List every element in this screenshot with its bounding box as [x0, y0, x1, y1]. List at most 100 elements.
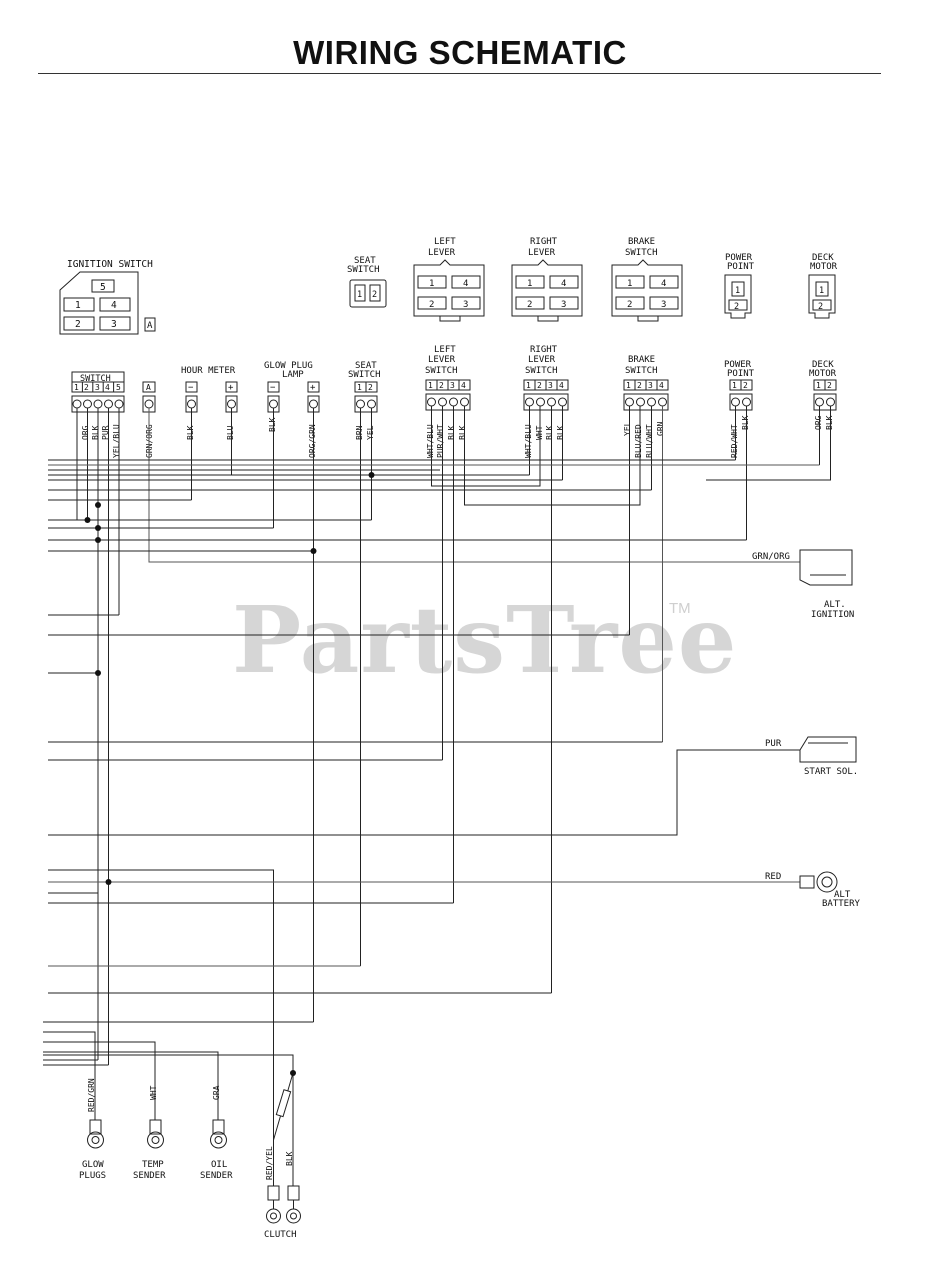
svg-text:LEVER: LEVER	[428, 355, 456, 365]
svg-text:4: 4	[661, 279, 666, 289]
svg-text:2: 2	[818, 302, 823, 312]
svg-text:2: 2	[537, 381, 542, 390]
svg-text:PUR: PUR	[765, 739, 782, 749]
svg-text:BATTERY: BATTERY	[822, 899, 861, 909]
svg-text:SWITCH: SWITCH	[625, 366, 658, 376]
svg-text:A: A	[147, 321, 153, 331]
svg-text:3: 3	[648, 381, 653, 390]
svg-text:RED/YEL: RED/YEL	[265, 1146, 274, 1180]
svg-text:3: 3	[463, 300, 468, 310]
deck-motor-housing: DECK MOTOR 1 2	[808, 253, 838, 319]
left-lever-switch-connector: LEFT LEVER SWITCH 1 2 3 4 WHT/BLU PUR/WH…	[425, 345, 471, 458]
start-solenoid-component: PUR START SOL.	[765, 736, 858, 777]
brake-switch-housing: BRAKE SWITCH 1 4 2 3	[611, 237, 683, 322]
svg-text:SWITCH: SWITCH	[80, 374, 111, 384]
seat-switch-housing: SEAT SWITCH 1 2	[347, 256, 387, 308]
svg-text:3: 3	[111, 319, 117, 330]
ignition-switch-housing: IGNITION SWITCH 5 1 4 2 3 A	[59, 259, 156, 335]
svg-text:+: +	[310, 383, 316, 393]
glow-plugs-component: RED/GRN GLOW PLUGS	[79, 1078, 106, 1181]
svg-text:BLK: BLK	[825, 415, 834, 430]
svg-text:BLK: BLK	[556, 425, 565, 440]
svg-text:MOTOR: MOTOR	[810, 262, 838, 272]
svg-text:2: 2	[627, 300, 632, 310]
ignition-switch-label: IGNITION SWITCH	[67, 259, 153, 270]
svg-text:1: 1	[735, 286, 740, 296]
svg-text:SENDER: SENDER	[200, 1171, 233, 1181]
watermark-trademark: TM	[669, 600, 691, 617]
svg-text:4: 4	[461, 381, 466, 390]
right-lever-housing: RIGHT LEVER 1 4 2 3	[511, 237, 583, 322]
svg-text:START SOL.: START SOL.	[804, 767, 858, 777]
svg-text:1: 1	[527, 279, 532, 289]
svg-text:RED/GRN: RED/GRN	[87, 1078, 96, 1112]
svg-text:MOTOR: MOTOR	[809, 369, 837, 379]
svg-text:BLU/RED: BLU/RED	[634, 424, 643, 458]
svg-text:3: 3	[450, 381, 455, 390]
svg-text:2: 2	[527, 300, 532, 310]
svg-text:ORG: ORG	[814, 415, 823, 430]
svg-text:SEAT: SEAT	[354, 256, 376, 266]
svg-text:4: 4	[559, 381, 564, 390]
seat-switch-connector: SEAT SWITCH 1 2 BRN YEL	[348, 361, 381, 440]
svg-text:1: 1	[732, 381, 737, 390]
alt-battery-component: RED ALT BATTERY	[765, 871, 861, 909]
svg-text:5: 5	[116, 383, 121, 392]
svg-text:4: 4	[463, 279, 468, 289]
svg-text:LEVER: LEVER	[428, 248, 456, 258]
wire-harness	[43, 406, 831, 1186]
svg-text:GRA: GRA	[212, 1085, 221, 1100]
svg-text:LEFT: LEFT	[434, 345, 456, 355]
svg-text:ALT.: ALT.	[824, 600, 846, 610]
svg-text:LEVER: LEVER	[528, 248, 556, 258]
glow-plug-lamp-connector: GLOW PLUG LAMP − + BLK ORG/GRN	[264, 361, 320, 458]
svg-text:TEMP: TEMP	[142, 1160, 164, 1170]
svg-text:BLK: BLK	[285, 1151, 294, 1166]
svg-text:2: 2	[637, 381, 642, 390]
svg-text:ORG/GRN: ORG/GRN	[308, 424, 317, 458]
svg-text:1: 1	[627, 279, 632, 289]
svg-text:POWER: POWER	[725, 253, 753, 263]
svg-text:BRAKE: BRAKE	[628, 237, 655, 247]
deck-motor-connector: DECK MOTOR 1 2 ORG BLK	[809, 360, 837, 430]
svg-text:DECK: DECK	[812, 360, 834, 370]
svg-text:2: 2	[372, 290, 377, 300]
svg-text:PLUGS: PLUGS	[79, 1171, 106, 1181]
svg-text:SWITCH: SWITCH	[525, 366, 558, 376]
svg-text:BLK: BLK	[545, 425, 554, 440]
svg-text:GRN/ORG: GRN/ORG	[752, 552, 790, 562]
svg-text:POINT: POINT	[727, 262, 755, 272]
brake-switch-connector: BRAKE SWITCH 1 2 3 4 YEL BLU/RED BLU/WHT…	[623, 355, 669, 458]
switch-connector: SWITCH 1 2 3 4 5 A ORG BLK PUR YEL/BLU G…	[71, 371, 156, 458]
svg-text:1: 1	[357, 290, 362, 300]
svg-text:PUR/WHT: PUR/WHT	[436, 424, 445, 458]
svg-text:PUR: PUR	[101, 425, 110, 440]
svg-text:YEL: YEL	[623, 421, 632, 436]
svg-text:BLU: BLU	[226, 425, 235, 440]
svg-text:CLUTCH: CLUTCH	[264, 1230, 297, 1240]
svg-text:SWITCH: SWITCH	[347, 265, 380, 275]
svg-text:OIL: OIL	[211, 1160, 227, 1170]
svg-text:2: 2	[743, 381, 748, 390]
page-title: WIRING SCHEMATIC	[293, 34, 627, 71]
svg-text:4: 4	[659, 381, 664, 390]
svg-text:4: 4	[561, 279, 566, 289]
svg-text:1: 1	[626, 381, 631, 390]
svg-text:YEL/BLU: YEL/BLU	[112, 424, 121, 458]
svg-text:BLK: BLK	[186, 425, 195, 440]
svg-text:2: 2	[827, 381, 832, 390]
svg-text:SENDER: SENDER	[133, 1171, 166, 1181]
svg-text:A: A	[146, 383, 151, 392]
svg-text:BLK: BLK	[268, 417, 277, 432]
svg-text:−: −	[188, 383, 194, 393]
svg-text:1: 1	[428, 381, 433, 390]
svg-text:1: 1	[357, 383, 362, 392]
svg-text:BLK: BLK	[91, 425, 100, 440]
svg-text:3: 3	[95, 383, 100, 392]
svg-text:2: 2	[368, 383, 373, 392]
svg-text:RED/WHT: RED/WHT	[730, 424, 739, 458]
svg-text:+: +	[228, 383, 234, 393]
oil-sender-component: GRA OIL SENDER	[200, 1085, 233, 1181]
svg-text:2: 2	[439, 381, 444, 390]
svg-text:LAMP: LAMP	[282, 370, 304, 380]
